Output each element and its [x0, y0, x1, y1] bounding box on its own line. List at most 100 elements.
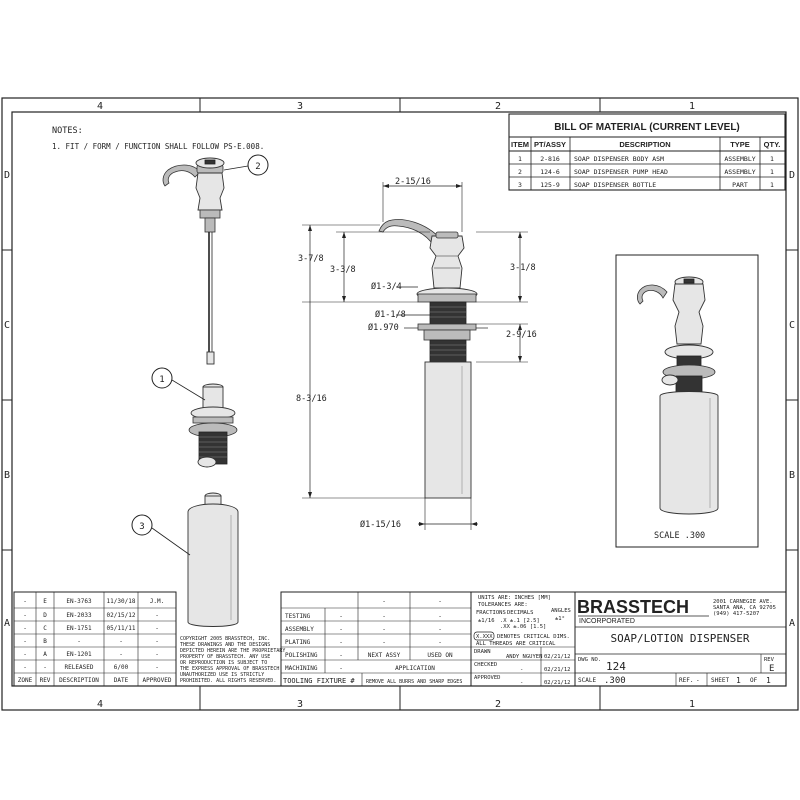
rev-cell: - [23, 612, 27, 619]
process-cell: - [382, 639, 386, 646]
dwg-no-label: DWG NO. [578, 657, 601, 663]
exploded-view: 2 1 3 [131, 154, 269, 627]
title-block: BRASSTECH INCORPORATED 2001 CARNEGIE AVE… [574, 591, 787, 687]
bom-table: BILL OF MATERIAL (CURRENT LEVEL) ITEM PT… [508, 113, 786, 191]
balloon-1-label: 1 [159, 375, 164, 385]
ref-value: - [696, 677, 700, 684]
dwg-no-value: 124 [606, 660, 626, 673]
bom-cell: 2-816 [540, 155, 560, 163]
rev-cell: EN-1751 [66, 625, 92, 632]
rev-cell: - [23, 598, 27, 605]
decimal-tolerance-1: .X ±.1 [2.5] [500, 618, 540, 624]
bom-cell: ASSEMBLY [724, 155, 755, 163]
bom-cell: 1 [518, 155, 522, 163]
drawing-title: SOAP/LOTION DISPENSER [610, 632, 749, 645]
zone-bottom-1: 1 [689, 699, 695, 710]
process-label-machining: MACHINING [285, 665, 318, 672]
zone-right-c: C [789, 320, 795, 331]
zone-left-c: C [4, 320, 10, 331]
company-subtitle: INCORPORATED [579, 618, 635, 625]
fraction-tolerance: ±1/16 [478, 618, 495, 624]
process-cell: - [339, 665, 343, 672]
zone-bottom-3: 3 [297, 699, 303, 710]
used-on-label: USED ON [427, 652, 453, 659]
decimals-label: DECIMALS [507, 610, 534, 616]
critical-note-2: ALL THREADS ARE CRITICAL [476, 641, 556, 647]
rev-cell: - [155, 638, 159, 645]
bom-cell: 124-6 [540, 168, 560, 176]
rev-cell: J.M. [150, 598, 164, 605]
rev-header-approved: APPROVED [143, 677, 172, 684]
zone-left-b: B [4, 470, 10, 481]
dim-overall-lower: 8-3/16 [296, 394, 327, 404]
bom-header-type: TYPE [730, 140, 750, 149]
process-label-polishing: POLISHING [285, 652, 318, 659]
inset-scale-label: SCALE .300 [654, 531, 705, 541]
process-cell: - [382, 598, 386, 605]
dim-dia-hole: Ø1.970 [368, 322, 399, 333]
copyright-line: DEPICTED HEREIN ARE THE PROPRIETARY [180, 648, 285, 654]
balloon-3-label: 3 [139, 522, 144, 532]
dim-upper-inner: 3-3/8 [330, 265, 356, 275]
units-label: UNITS ARE: INCHES [MM] [478, 595, 551, 601]
fractions-label: FRACTIONS [476, 610, 506, 616]
balloon-1: 1 [151, 367, 206, 401]
dim-overall-upper: 3-7/8 [298, 254, 324, 264]
zone-left-a: A [4, 618, 10, 629]
rev-label: REV [764, 657, 775, 663]
rev-cell: C [43, 625, 47, 632]
process-cell: - [339, 652, 343, 659]
bom-cell: PART [732, 181, 748, 189]
copyright-line: UNAUTHORIZED USE IS STRICTLY [180, 672, 264, 678]
process-cell: - [339, 639, 343, 646]
zone-left-d: D [4, 170, 10, 181]
rev-cell: EN-1201 [66, 651, 92, 658]
process-label-plating: PLATING [285, 639, 311, 646]
rev-value: E [769, 664, 774, 674]
balloon-2-label: 2 [255, 162, 260, 172]
tolerances-label: TOLERANCES ARE: [478, 602, 528, 608]
copyright-notice: COPYRIGHT 2005 BRASSTECH, INC. THESE DRA… [180, 636, 285, 684]
rev-cell: B [43, 638, 47, 645]
bom-header-item: ITEM [511, 140, 529, 149]
company-logo: BRASSTECH [577, 597, 689, 617]
body-assembly-part [188, 383, 238, 468]
process-cell: - [438, 613, 442, 620]
dim-dia-shank: Ø1-1/8 [375, 309, 406, 320]
rev-header-date: DATE [114, 677, 129, 684]
next-assy-label: NEXT ASSY [368, 652, 401, 659]
copyright-line: COPYRIGHT 2005 BRASSTECH, INC. [180, 636, 270, 642]
rev-cell: EN-2033 [66, 612, 92, 619]
angle-tolerance: ±1° [555, 616, 565, 622]
bom-header-qty: QTY. [764, 140, 781, 149]
bom-header-description: DESCRIPTION [619, 140, 670, 149]
checked-label: CHECKED [474, 662, 497, 668]
drawn-name: ANDY NGUYEN [506, 654, 542, 660]
tolerance-block: UNITS ARE: INCHES [MM] TOLERANCES ARE: F… [470, 591, 576, 687]
rev-cell: A [43, 651, 47, 658]
revision-block: - E EN-3763 11/30/18 J.M. - D EN-2033 02… [13, 591, 177, 687]
critical-note-1: DENOTES CRITICAL DIMS. [497, 634, 570, 640]
copyright-line: PROPERTY OF BRASSTECH. ANY USE [180, 654, 270, 660]
zone-top-3: 3 [297, 101, 303, 112]
rev-cell: - [119, 638, 123, 645]
bom-cell: SOAP DISPENSER BOTTLE [574, 181, 656, 189]
rev-header-rev: REV [40, 677, 51, 684]
zone-bottom-2: 2 [495, 699, 501, 710]
rev-cell: 02/15/12 [107, 612, 136, 619]
pump-head-part [162, 157, 225, 365]
address-line: 2001 CARNEGIE AVE. [713, 599, 773, 605]
checked-date: 02/21/12 [544, 667, 571, 673]
rev-cell: - [155, 651, 159, 658]
process-label-testing: TESTING [285, 613, 311, 620]
tooling-fixture-label: TOOLING FIXTURE # [283, 677, 355, 685]
burrs-note: REMOVE ALL BURRS AND SHARP EDGES [366, 679, 462, 685]
sheet-value: 1 [736, 676, 741, 685]
rev-cell: - [23, 638, 27, 645]
zone-bottom-4: 4 [97, 699, 103, 710]
bottle-part [187, 492, 239, 627]
bom-cell: 125-9 [540, 181, 560, 189]
bom-cell: 1 [770, 168, 774, 176]
of-value: 1 [766, 676, 771, 685]
